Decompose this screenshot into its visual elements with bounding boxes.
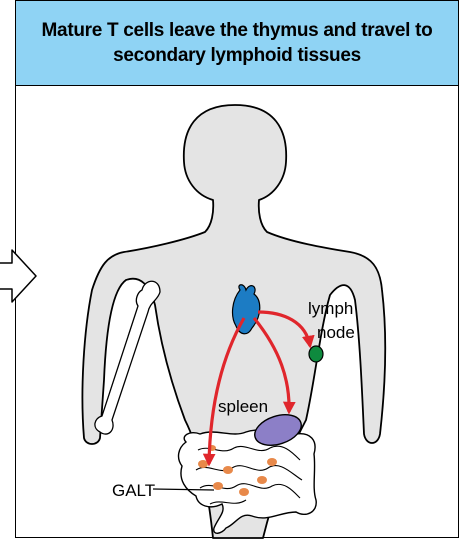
humerus-bone (94, 280, 161, 435)
galt-label: GALT (112, 481, 155, 500)
arrow-to-galt (202, 317, 246, 467)
small-intestine-coils (195, 445, 303, 505)
lymph-label: lymph (308, 299, 353, 318)
galt-leader-line (152, 488, 215, 491)
arrow-to-lymph-node (257, 310, 315, 349)
arrow-to-spleen (252, 316, 296, 415)
figure-title: Mature T cells leave the thymus and trav… (41, 20, 433, 66)
node-label: node (317, 323, 355, 342)
thymus-organ (231, 284, 261, 335)
lymph-node-organ (308, 345, 324, 363)
spleen-label: spleen (218, 397, 268, 416)
figure-header: Mature T cells leave the thymus and trav… (16, 1, 458, 86)
spleen-organ (254, 414, 302, 446)
arrow-right-outline-icon (0, 249, 37, 303)
